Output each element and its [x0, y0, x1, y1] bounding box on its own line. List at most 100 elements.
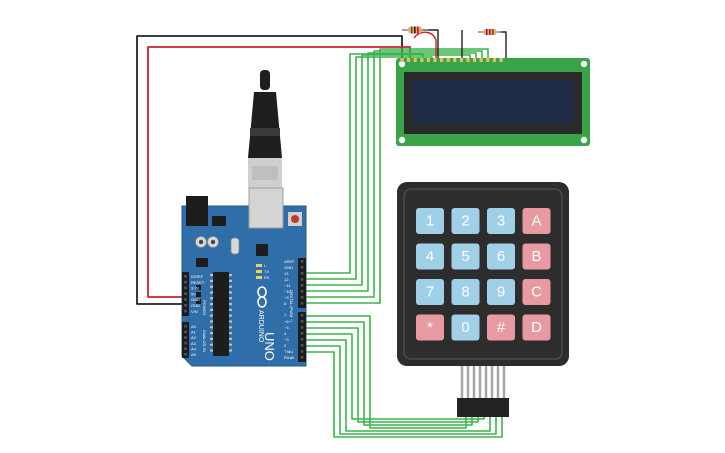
analog-pin-label: A3: [191, 341, 197, 346]
power-pin-label: VIN: [191, 309, 198, 314]
lcd-pin[interactable]: [433, 58, 437, 62]
keypad-key[interactable]: 0: [451, 314, 480, 341]
lcd-pin[interactable]: [440, 58, 444, 62]
digital-pin-label: RX◂0: [284, 355, 295, 360]
keypad-key[interactable]: 1: [416, 208, 444, 234]
wire-keypad-4[interactable]: [304, 333, 485, 420]
keypad-key-label: D: [531, 319, 542, 336]
keypad-key-label: C: [531, 284, 542, 301]
keypad-key-label: 7: [426, 284, 434, 301]
crystal: [230, 237, 240, 255]
lcd-mount-hole: [580, 60, 588, 68]
lcd-pin-header: [400, 58, 503, 62]
analog-pin-label: A1: [191, 330, 197, 335]
lcd-module[interactable]: [396, 58, 590, 146]
keypad-key[interactable]: 3: [487, 208, 515, 234]
keypad-key[interactable]: A: [522, 208, 551, 234]
digital-pin-label: 4: [284, 331, 287, 336]
wire-lcd-e[interactable]: [304, 56, 433, 280]
analog-label: ANALOG IN: [202, 330, 207, 352]
usb-chip: [256, 244, 268, 256]
keypad-connector[interactable]: [457, 398, 509, 417]
wire-keypad-6[interactable]: [304, 345, 497, 435]
lcd-pin[interactable]: [473, 58, 477, 62]
digital-pin-label: ~9: [284, 295, 289, 300]
arduino-infinity-logo: [257, 286, 267, 308]
pin-labels: IOREFRESET3.3V5VGNDGNDVINA0A1A2A3A4A5ARE…: [191, 259, 295, 360]
arduino-uno[interactable]: ARDUINO UNO POWER ANALOG IN DIGITAL (PWM…: [181, 187, 307, 367]
dc-jack: [186, 196, 208, 226]
lcd-pin[interactable]: [453, 58, 457, 62]
keypad-key[interactable]: D: [522, 314, 551, 341]
lcd-pin[interactable]: [400, 58, 404, 62]
keypad-key[interactable]: 4: [416, 243, 444, 270]
keypad-key[interactable]: 6: [487, 243, 515, 270]
keypad-key[interactable]: *: [416, 314, 444, 341]
digital-pin-label: ~11: [284, 283, 291, 288]
wire-pot-loop[interactable]: [413, 31, 437, 58]
keypad-key[interactable]: 8: [451, 279, 480, 305]
lcd-pin[interactable]: [407, 58, 411, 62]
led-rx: [256, 276, 262, 279]
keypad-key[interactable]: B: [522, 243, 551, 270]
led-tx: [256, 270, 262, 273]
analog-header[interactable]: [182, 322, 189, 358]
resistor-2[interactable]: [478, 29, 502, 35]
keypad-key[interactable]: C: [522, 279, 551, 305]
lcd-pin[interactable]: [479, 58, 483, 62]
digital-header-low[interactable]: [298, 312, 306, 362]
wire-gnd-black[interactable]: [136, 35, 403, 305]
keypad-key-label: 4: [426, 248, 434, 265]
wire-lcd-d5[interactable]: [304, 52, 477, 292]
icsp-header: [196, 285, 201, 304]
digital-pin-label: 12: [284, 277, 289, 282]
keypad-key-label: 5: [461, 248, 469, 265]
wire-lcd-d6[interactable]: [304, 50, 483, 298]
keypad-key[interactable]: 2: [451, 208, 480, 234]
wire-keypad-3[interactable]: [304, 327, 479, 423]
digital-pin-label: 13: [284, 271, 289, 276]
lcd-mount-hole: [580, 136, 588, 144]
power-pin-label: RESET: [191, 280, 205, 285]
wire-lcd-d7[interactable]: [304, 48, 489, 304]
lcd-pin[interactable]: [413, 58, 417, 62]
lcd-pin[interactable]: [426, 58, 430, 62]
keypad-key[interactable]: 9: [487, 279, 515, 305]
keypad-key-label: 9: [497, 284, 505, 301]
usb-cable[interactable]: [248, 70, 282, 188]
lcd-pin[interactable]: [492, 58, 496, 62]
lcd-pin[interactable]: [459, 58, 463, 62]
wire-keypad-7[interactable]: [304, 351, 503, 438]
lcd-pin[interactable]: [420, 58, 424, 62]
resistor-1[interactable]: [402, 26, 428, 34]
lcd-pin[interactable]: [466, 58, 470, 62]
lcd-pin[interactable]: [446, 58, 450, 62]
lcd-pin[interactable]: [486, 58, 490, 62]
keypad-key[interactable]: #: [487, 314, 515, 341]
lcd-screen[interactable]: [412, 80, 574, 124]
digital-pin-label: ~6: [284, 319, 289, 324]
keypad-key-label: *: [427, 319, 433, 336]
lcd-pin[interactable]: [499, 58, 503, 62]
usb-plug-icon: [260, 70, 270, 90]
power-pin-label: GND: [191, 297, 200, 302]
keypad-key[interactable]: 5: [451, 243, 480, 270]
analog-pin-label: A0: [191, 324, 197, 329]
wire-lcd-d4[interactable]: [304, 54, 471, 286]
lcd-mount-hole: [398, 60, 406, 68]
analog-pin-label: A5: [191, 352, 197, 357]
wire-keypad-5[interactable]: [304, 339, 491, 432]
keypad-key-label: 1: [426, 213, 434, 230]
digital-header-high[interactable]: [298, 258, 306, 308]
led-label: RX: [264, 275, 270, 280]
lcd-mount-hole: [398, 136, 406, 144]
digital-pin-label: TX▸1: [284, 349, 294, 354]
power-pin-label: 5V: [191, 291, 196, 296]
led-label: TX: [264, 269, 269, 274]
keypad-key[interactable]: 7: [416, 279, 444, 305]
digital-pin-label: ~10: [284, 289, 292, 294]
usb-jack: [248, 187, 284, 229]
power-label: POWER: [202, 300, 207, 315]
